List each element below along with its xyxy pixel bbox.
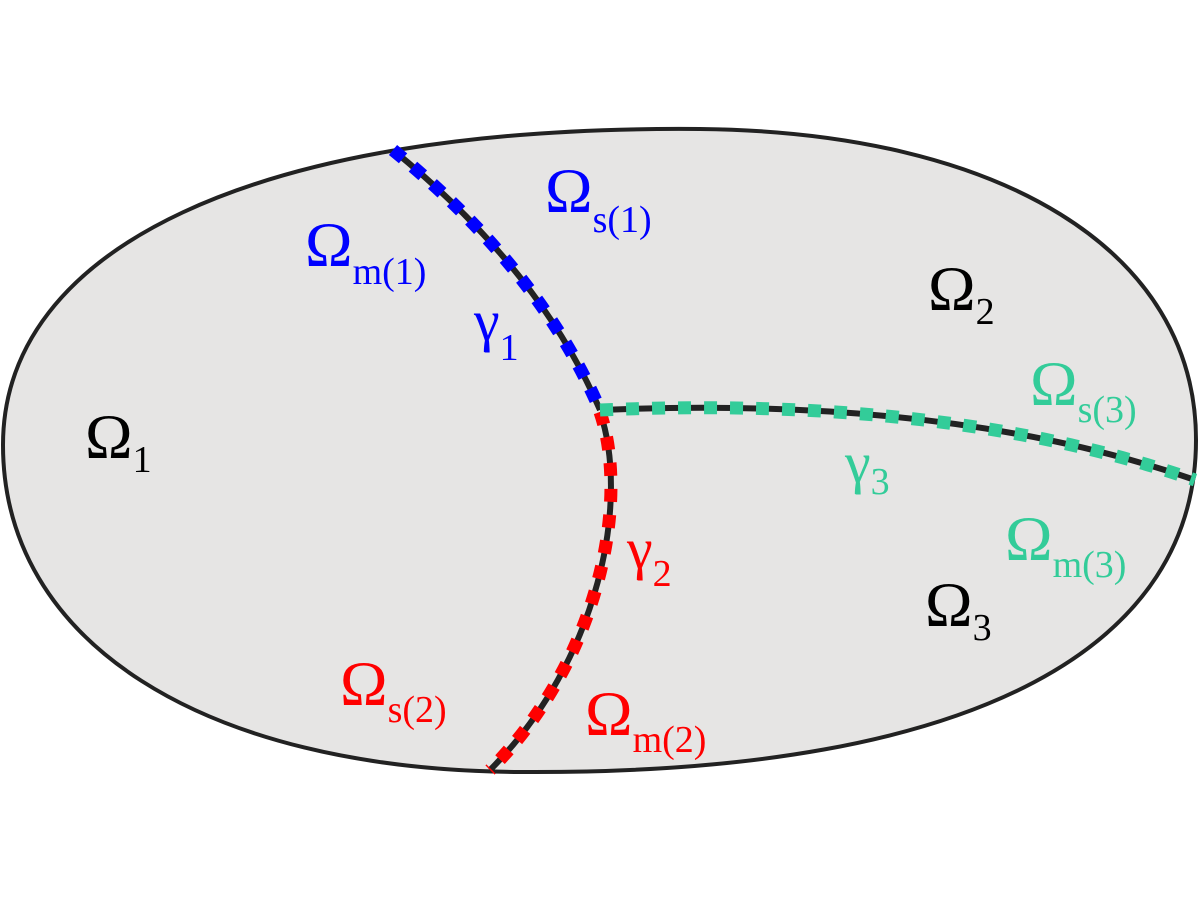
label-omega-m3: Ωm(3) bbox=[1005, 503, 1126, 586]
label-omega-m2: Ωm(2) bbox=[585, 678, 706, 761]
label-gamma2: γ2 bbox=[626, 516, 672, 595]
label-gamma1: γ1 bbox=[473, 288, 519, 369]
interface-gamma3-dashes bbox=[599, 401, 1198, 487]
domain-outline bbox=[0, 126, 1199, 775]
interface-gamma1-dashes bbox=[388, 144, 606, 413]
label-omega-s2: Ωs(2) bbox=[340, 648, 447, 731]
label-omega1: Ω1 bbox=[85, 401, 152, 481]
label-omega-m1: Ωm(1) bbox=[305, 209, 426, 293]
label-gamma3: γ3 bbox=[844, 430, 890, 503]
label-omega-s3: Ωs(3) bbox=[1030, 348, 1137, 431]
label-omega-s1: Ωs(1) bbox=[545, 155, 652, 241]
label-omega3: Ω3 bbox=[925, 569, 992, 649]
interface-gamma2-line bbox=[487, 411, 614, 773]
label-omega2: Ω2 bbox=[928, 253, 995, 333]
